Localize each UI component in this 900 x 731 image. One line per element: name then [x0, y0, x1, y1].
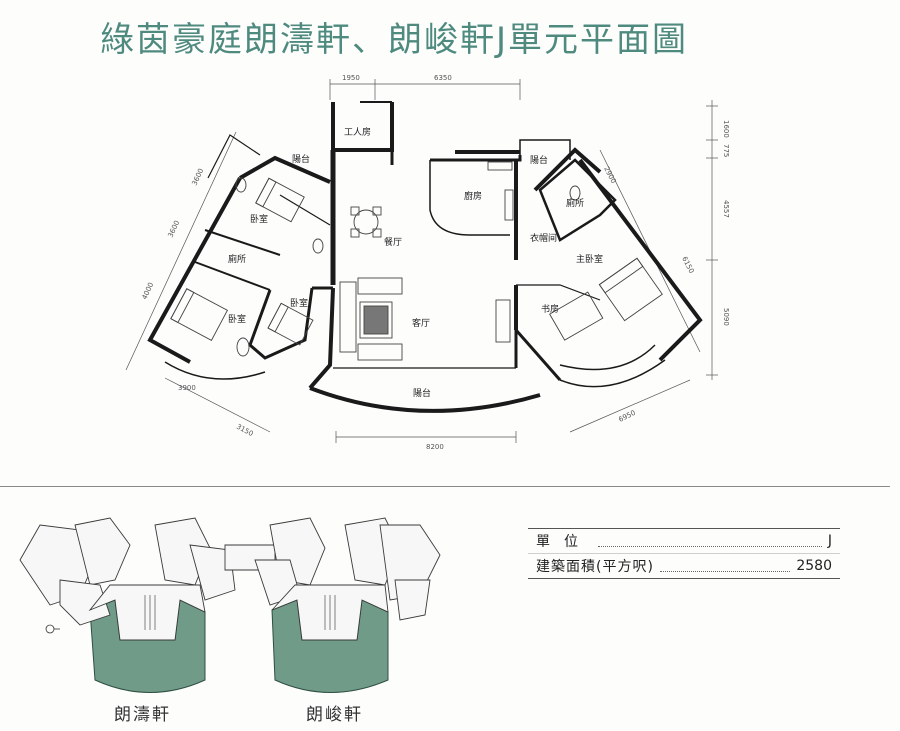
north-arrow-icon — [45, 624, 55, 634]
room-label-servant: 工人房 — [344, 126, 371, 138]
room-label-balcony-right: 陽台 — [530, 154, 548, 166]
tower-2-label: 朗峻軒 — [306, 705, 363, 725]
page-title: 綠茵豪庭朗濤軒、朗峻軒J單元平面圖 — [100, 20, 689, 60]
room-label-study: 书房 — [541, 303, 559, 315]
section-divider — [0, 486, 890, 487]
room-label-balcony-left: 陽台 — [292, 153, 310, 165]
room-label-bedroom-2: 卧室 — [228, 313, 246, 325]
dim-right-6: 5090 — [722, 308, 730, 326]
unit-label: 單位 — [536, 534, 592, 550]
room-label-closet: 衣帽间 — [530, 232, 557, 244]
dim-left-upper: 3600 — [191, 167, 206, 187]
key-plan — [19, 517, 441, 693]
room-label-kitchen: 廚房 — [464, 190, 482, 202]
area-label: 建築面積(平方呎) — [536, 559, 654, 575]
unit-value: J — [827, 533, 832, 549]
dim-top-right: 6350 — [434, 74, 452, 82]
room-label-bathroom-right: 廁所 — [566, 197, 584, 209]
room-label-balcony-bottom: 陽台 — [413, 387, 431, 399]
dim-right-4: 4557 — [722, 200, 730, 218]
leader-dots — [598, 536, 822, 547]
room-label-bathroom-left: 廁所 — [228, 253, 246, 265]
dim-right-3: 2900 — [602, 165, 617, 185]
dim-bottom-right: 6950 — [617, 409, 637, 424]
dim-left-lower: 4000 — [141, 281, 156, 301]
room-label-living: 客厅 — [412, 317, 430, 329]
dim-bottom-left: 3900 — [178, 384, 196, 392]
area-value: 2580 — [796, 558, 832, 574]
room-label-dining: 餐厅 — [384, 236, 402, 248]
dim-bottom-left2: 3150 — [235, 423, 254, 438]
area-row: 建築面積(平方呎) 2580 — [528, 553, 840, 578]
leader-dots — [659, 561, 791, 572]
unit-info-table: 單位 J 建築面積(平方呎) 2580 — [528, 528, 840, 579]
dim-left-mid: 3600 — [167, 219, 182, 239]
dim-top-left: 1950 — [342, 74, 360, 82]
dim-right-5: 6150 — [680, 255, 695, 275]
dim-right-2: 775 — [722, 144, 730, 157]
room-label-bedroom-1: 卧室 — [250, 213, 268, 225]
dim-bottom-center: 8200 — [426, 443, 444, 451]
room-label-bedroom-3: 卧室 — [290, 297, 308, 309]
dim-right-1: 1600 — [722, 120, 730, 138]
unit-row: 單位 J — [528, 529, 840, 553]
tower-1-label: 朗濤軒 — [114, 705, 171, 725]
room-label-master-bedroom: 主卧室 — [576, 253, 603, 265]
